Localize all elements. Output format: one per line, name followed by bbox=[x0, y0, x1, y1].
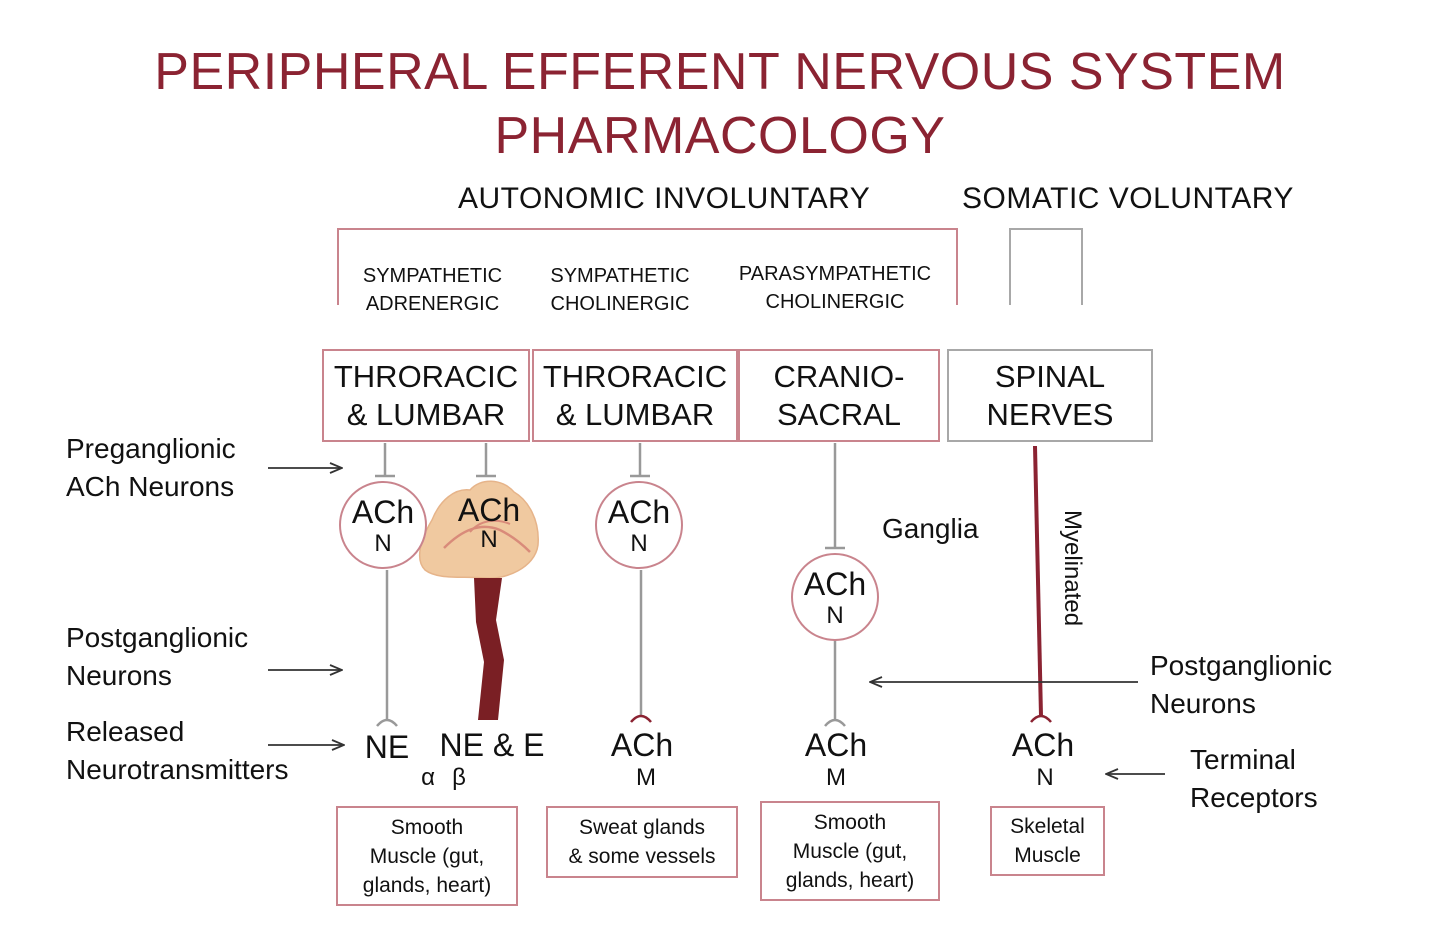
target-sweat-glands: Sweat glands& some vessels bbox=[546, 806, 738, 878]
receptor-muscarinic-sympathetic: M bbox=[636, 764, 656, 791]
division-sympathetic-cholinergic: SYMPATHETIC CHOLINERGIC bbox=[550, 265, 690, 315]
ganglion-sympathetic-cholinergic: ACh N bbox=[595, 481, 683, 569]
page-title-line-2: PHARMACOLOGY bbox=[494, 107, 946, 165]
nt-ach-somatic: ACh bbox=[1011, 727, 1075, 763]
adrenal-gland-illustration bbox=[418, 480, 539, 720]
somatic-heading: SOMATIC VOLUNTARY bbox=[962, 182, 1294, 215]
nt-ne: NE bbox=[364, 729, 410, 765]
label-released-neurotransmitters: Released Neurotransmitters bbox=[66, 716, 289, 785]
nt-ne-and-e: NE & E bbox=[439, 727, 545, 763]
receptor-nicotinic-somatic: N bbox=[1036, 764, 1054, 791]
label-postganglionic-neurons-right: Postganglionic Neurons bbox=[1150, 650, 1333, 719]
adrenal-medulla-ganglion: ACh N bbox=[457, 492, 521, 553]
autonomic-bracket bbox=[337, 228, 958, 305]
nt-ach-sympathetic-cholinergic: ACh bbox=[610, 727, 674, 763]
division-sympathetic-adrenergic: SYMPATHETIC ADRENERGIC bbox=[362, 265, 503, 315]
region-box-thoracic-lumbar-adrenergic: THRORACIC& LUMBAR bbox=[322, 349, 530, 442]
ganglion-parasympathetic: ACh N bbox=[791, 553, 879, 641]
somatic-bracket bbox=[1009, 228, 1083, 305]
ganglion-sympathetic-adrenergic: ACh N bbox=[339, 481, 427, 569]
label-postganglionic-neurons-left: Postganglionic Neurons bbox=[66, 622, 249, 691]
autonomic-heading: AUTONOMIC INVOLUNTARY bbox=[458, 182, 871, 215]
receptor-beta: β bbox=[452, 764, 466, 791]
label-terminal-receptors: Terminal Receptors bbox=[1190, 744, 1318, 813]
nt-ach-parasympathetic: ACh bbox=[804, 727, 868, 763]
region-box-thoracic-lumbar-cholinergic: THRORACIC& LUMBAR bbox=[532, 349, 738, 442]
myelinated-label: Myelinated bbox=[1059, 510, 1086, 627]
division-parasympathetic-cholinergic: PARASYMPATHETIC CHOLINERGIC bbox=[738, 263, 932, 313]
label-preganglionic-ach-neurons: Preganglionic ACh Neurons bbox=[66, 433, 236, 502]
receptor-alpha: α bbox=[421, 764, 435, 791]
region-box-craniosacral: CRANIO-SACRAL bbox=[738, 349, 940, 442]
page-title-line-1: PERIPHERAL EFFERENT NERVOUS SYSTEM bbox=[154, 43, 1286, 101]
receptor-muscarinic-parasympathetic: M bbox=[826, 764, 846, 791]
ganglia-label: Ganglia bbox=[882, 513, 979, 544]
